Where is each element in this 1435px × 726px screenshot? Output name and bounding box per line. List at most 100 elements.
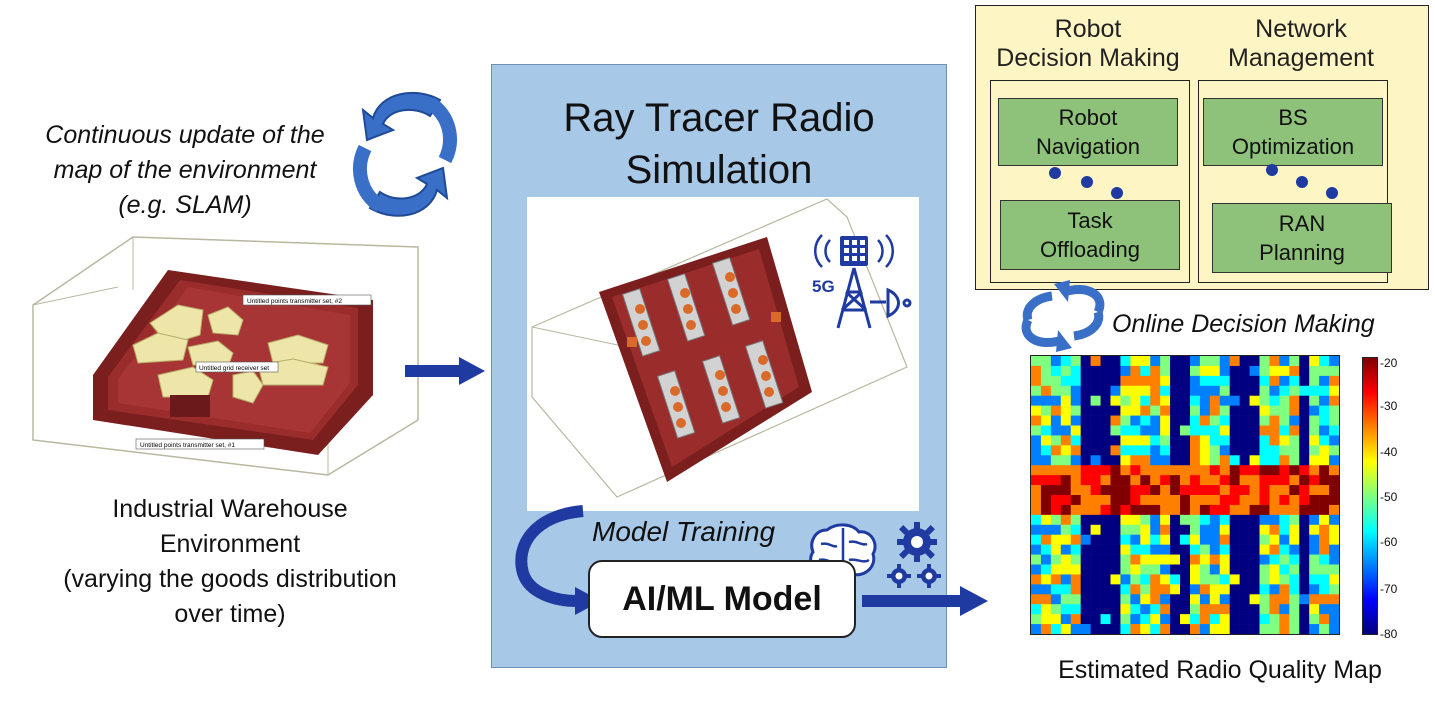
- heatmap-cell: [1130, 514, 1141, 526]
- heatmap-cell: [1070, 415, 1081, 426]
- heatmap-cell: [1180, 405, 1191, 416]
- heatmap-cell: [1060, 594, 1072, 605]
- heatmap-cell: [1050, 524, 1062, 536]
- heatmap-cell: [1199, 534, 1211, 545]
- heatmap-cell: [1259, 445, 1270, 456]
- heatmap-cell: [1180, 514, 1191, 526]
- heatmap-cell: [1319, 405, 1330, 416]
- online-cycle-arrows-icon: [1021, 280, 1105, 352]
- heatmap-cell: [1180, 415, 1191, 426]
- heatmap-cell: [1309, 495, 1320, 506]
- heatmap-cell: [1209, 574, 1221, 585]
- heatmap-cell: [1239, 365, 1250, 377]
- heatmap-cell: [1299, 495, 1310, 506]
- heatmap-cell: [1239, 514, 1250, 526]
- heatmap-cell: [1229, 445, 1240, 456]
- heatmap-cell: [1329, 365, 1339, 377]
- heatmap-cell: [1100, 365, 1111, 377]
- heatmap-cell: [1120, 544, 1131, 555]
- heatmap-cell: [1120, 475, 1131, 486]
- heatmap-cell: [1259, 584, 1270, 595]
- heatmap-cell: [1269, 475, 1280, 486]
- heatmap-cell: [1299, 614, 1310, 625]
- heatmap-cell: [1309, 504, 1320, 516]
- heatmap-cell: [1279, 455, 1290, 466]
- heatmap-cell: [1140, 534, 1151, 545]
- heatmap-cell: [1060, 356, 1072, 367]
- heatmap-cell: [1110, 485, 1121, 496]
- robot-navigation-line-2: Navigation: [1036, 134, 1140, 159]
- heatmap-cell: [1080, 435, 1091, 446]
- ai-ml-model-box: AI/ML Model: [588, 560, 856, 638]
- heatmap-cell: [1040, 554, 1052, 565]
- heatmap-cell: [1160, 465, 1171, 476]
- heatmap-cell: [1219, 584, 1231, 595]
- heatmap-cell: [1140, 574, 1151, 585]
- simulation-image: [527, 197, 919, 511]
- heatmap-cell: [1229, 385, 1240, 397]
- heatmap-cell: [1289, 504, 1300, 516]
- heatmap-cell: [1070, 395, 1081, 406]
- heatmap-cell: [1110, 415, 1121, 426]
- heatmap-cell: [1189, 584, 1201, 595]
- heatmap-cell: [1189, 594, 1201, 605]
- heatmap-cell: [1189, 604, 1201, 615]
- heatmap-cell: [1100, 445, 1111, 456]
- heatmap-cell: [1219, 415, 1231, 426]
- heatmap-cell: [1269, 504, 1280, 516]
- heatmap-cell: [1219, 356, 1231, 367]
- heatmap-cell: [1170, 564, 1181, 575]
- bs-optimization-line-2: Optimization: [1231, 134, 1355, 159]
- heatmap-cell: [1279, 356, 1290, 367]
- heatmap-cell: [1120, 415, 1131, 426]
- heatmap-cell: [1180, 445, 1191, 456]
- heatmap-cell: [1189, 445, 1201, 456]
- heatmap-cell: [1289, 455, 1300, 466]
- update-caption: Continuous update of the map of the envi…: [15, 118, 355, 223]
- heatmap-cell: [1289, 584, 1300, 595]
- heatmap-cell: [1140, 405, 1151, 416]
- heatmap-cell: [1299, 594, 1310, 605]
- heatmap-cell: [1070, 544, 1081, 555]
- heatmap-cell: [1060, 534, 1072, 545]
- heatmap-cell: [1319, 425, 1330, 436]
- heatmap-cell: [1189, 385, 1201, 397]
- heatmap-cell: [1249, 504, 1260, 516]
- heatmap-cell: [1080, 405, 1091, 416]
- ran-planning-line-1: RAN: [1278, 211, 1326, 236]
- heatmap-cell: [1299, 475, 1310, 486]
- heatmap-cell: [1110, 514, 1121, 526]
- colorbar-tick: -50: [1380, 490, 1398, 504]
- heatmap-cell: [1110, 455, 1121, 466]
- heatmap-cell: [1090, 435, 1101, 446]
- heatmap-cell: [1219, 455, 1231, 466]
- heatmap-cell: [1199, 554, 1211, 565]
- heatmap-cell: [1269, 465, 1280, 476]
- heatmap-cell: [1050, 425, 1062, 436]
- heatmap-cell: [1080, 554, 1091, 565]
- heatmap-cell: [1031, 405, 1042, 416]
- heatmap-cell: [1120, 395, 1131, 406]
- heatmap-cell: [1229, 564, 1240, 575]
- ellipsis-dot: [1049, 167, 1061, 179]
- heatmap-cell: [1120, 385, 1131, 397]
- heatmap-cell: [1120, 356, 1131, 367]
- heatmap-cell: [1080, 584, 1091, 595]
- heatmap-cell: [1170, 554, 1181, 565]
- heatmap-cell: [1319, 504, 1330, 516]
- heatmap-cell: [1219, 594, 1231, 605]
- heatmap-cell: [1070, 435, 1081, 446]
- heatmap-cell: [1189, 554, 1201, 565]
- heatmap-cell: [1219, 624, 1231, 634]
- heatmap-cell: [1160, 455, 1171, 466]
- heatmap-cell: [1329, 405, 1339, 416]
- svg-text:Untitled grid receiver set: Untitled grid receiver set: [199, 365, 269, 372]
- network-management-box: [1198, 80, 1388, 283]
- heatmap-cell: [1279, 584, 1290, 595]
- heatmap-cell: [1289, 485, 1300, 496]
- heatmap-cell: [1269, 405, 1280, 416]
- heatmap-cell: [1090, 534, 1101, 545]
- heatmap-cell: [1050, 445, 1062, 456]
- heatmap-cell: [1269, 485, 1280, 496]
- heatmap-cell: [1070, 594, 1081, 605]
